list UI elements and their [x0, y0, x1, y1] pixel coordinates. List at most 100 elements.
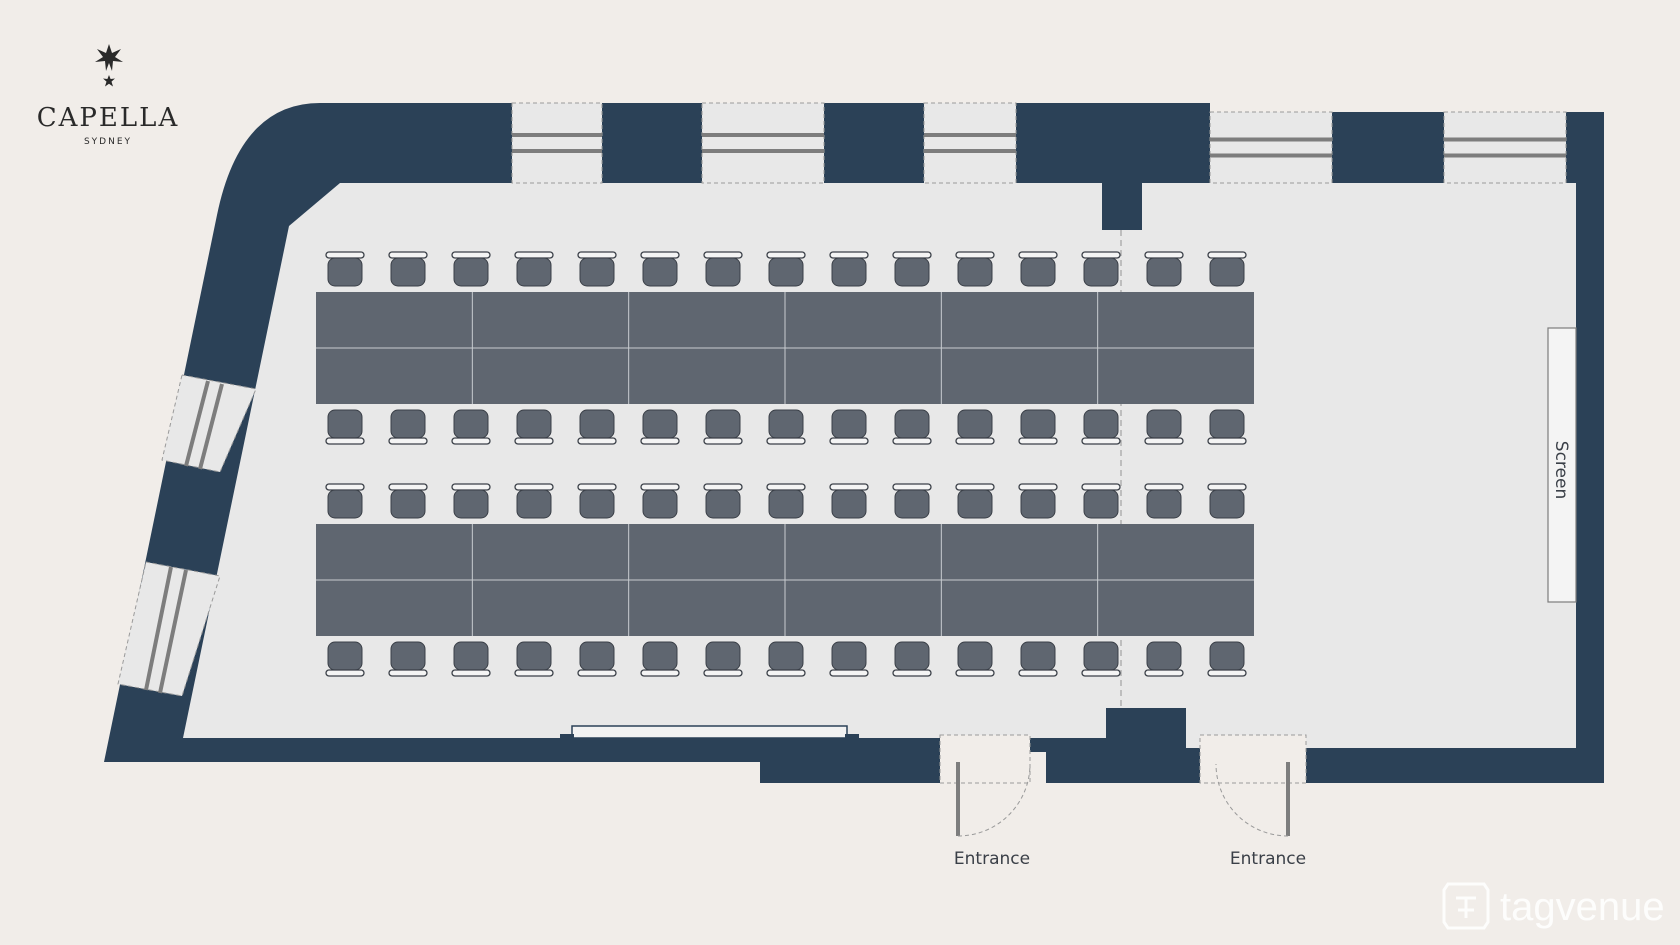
chair-seat: [831, 257, 867, 287]
chair-back: [325, 669, 365, 677]
chair-back: [1081, 483, 1121, 491]
door-swing-1: [957, 763, 1031, 837]
chair: [766, 641, 806, 677]
doorway-2: [1199, 734, 1307, 784]
left-window-upper-frame2: [198, 383, 224, 470]
left-window-upper: [161, 374, 257, 473]
chair-back: [829, 483, 869, 491]
entrance-1: Entrance: [939, 734, 1031, 869]
chair-seat: [516, 257, 552, 287]
chair-seat: [957, 489, 993, 519]
chair: [1207, 483, 1247, 519]
chair-seat: [1209, 489, 1245, 519]
chair-seat: [1209, 641, 1245, 671]
watermark-text: tagvenue: [1500, 885, 1665, 929]
chair-back: [1207, 669, 1247, 677]
chair-back: [1144, 437, 1184, 445]
chair: [892, 409, 932, 445]
chair: [955, 251, 995, 287]
chair: [829, 483, 869, 519]
chair-back: [451, 251, 491, 259]
chair: [1018, 409, 1058, 445]
chair-seat: [1020, 257, 1056, 287]
chair: [1081, 409, 1121, 445]
chair-seat: [1083, 257, 1119, 287]
chair-back: [1018, 669, 1058, 677]
chair-seat: [390, 641, 426, 671]
chair-seat: [453, 409, 489, 439]
chair-seat: [642, 257, 678, 287]
table-2: [316, 524, 1254, 636]
chair: [514, 409, 554, 445]
chair-back: [451, 669, 491, 677]
chair-back: [640, 669, 680, 677]
chair-seat: [1146, 641, 1182, 671]
chair-seat: [1083, 641, 1119, 671]
chair-back: [703, 483, 743, 491]
chair: [892, 641, 932, 677]
chair-back: [1144, 669, 1184, 677]
chair-seat: [453, 489, 489, 519]
chair-back: [829, 251, 869, 259]
chair-seat: [705, 257, 741, 287]
left-windows: [117, 374, 257, 697]
chair-back: [703, 669, 743, 677]
chair-back: [1144, 483, 1184, 491]
chair: [1207, 409, 1247, 445]
chair: [1081, 641, 1121, 677]
chair-seat: [1146, 489, 1182, 519]
screen: Screen: [1547, 327, 1577, 603]
chair-back: [388, 669, 428, 677]
chair-seat: [1020, 641, 1056, 671]
chair-seat: [642, 489, 678, 519]
left-window-lower: [117, 561, 221, 697]
chair: [892, 483, 932, 519]
chair: [1144, 409, 1184, 445]
doorway-1: [939, 734, 1031, 784]
entrance-2: Entrance: [1199, 734, 1307, 869]
seating: [316, 251, 1254, 677]
chair: [1144, 483, 1184, 519]
chair: [829, 641, 869, 677]
counter-base-left: [560, 734, 574, 752]
chair-back: [766, 669, 806, 677]
entrance-label-2: Entrance: [1230, 849, 1306, 869]
chair: [451, 483, 491, 519]
chair: [955, 409, 995, 445]
chair: [325, 409, 365, 445]
chair: [577, 251, 617, 287]
chair-seat: [1146, 257, 1182, 287]
chair-seat: [705, 409, 741, 439]
chair: [1207, 641, 1247, 677]
chair: [388, 641, 428, 677]
chair-seat: [642, 409, 678, 439]
chair-seat: [768, 489, 804, 519]
chair-seat: [390, 257, 426, 287]
top-windows: [511, 102, 1567, 184]
chair: [829, 251, 869, 287]
chair: [1018, 641, 1058, 677]
chair-seat: [894, 409, 930, 439]
chair-back: [388, 483, 428, 491]
chair: [640, 251, 680, 287]
chair-back: [892, 437, 932, 445]
chair-seat: [1209, 409, 1245, 439]
chair: [325, 483, 365, 519]
chair-back: [955, 437, 995, 445]
star-icon: [95, 44, 123, 71]
chair-seat: [831, 409, 867, 439]
chair-seat: [579, 409, 615, 439]
watermark: tagvenue: [1442, 882, 1665, 930]
chair: [1018, 251, 1058, 287]
chair: [325, 251, 365, 287]
chair-back: [640, 483, 680, 491]
chair-back: [766, 483, 806, 491]
chair-back: [1081, 251, 1121, 259]
chair: [514, 483, 554, 519]
chair-back: [388, 251, 428, 259]
small-star-icon: [103, 75, 115, 87]
chair-seat: [579, 257, 615, 287]
chair-seat: [831, 641, 867, 671]
chair: [892, 251, 932, 287]
chair-seat: [579, 489, 615, 519]
